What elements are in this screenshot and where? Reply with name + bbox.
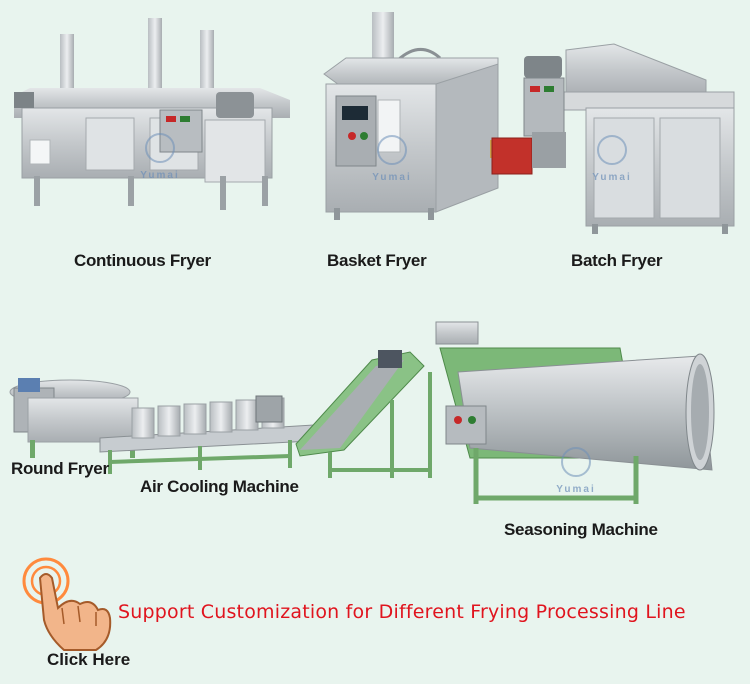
watermark-text: Yumai	[592, 172, 631, 183]
label-air-cooling-machine: Air Cooling Machine	[140, 477, 299, 496]
continuous-fryer-image	[14, 18, 290, 210]
watermark-text: Yumai	[556, 484, 595, 495]
label-batch-fryer: Batch Fryer	[571, 251, 663, 270]
label-round-fryer: Round Fryer	[11, 459, 109, 478]
seasoning-machine-image	[439, 347, 715, 504]
batch-fryer-image	[491, 43, 735, 234]
basket-fryer-image	[323, 12, 504, 220]
watermark-text: Yumai	[372, 172, 411, 183]
label-continuous-fryer: Continuous Fryer	[74, 251, 211, 270]
customization-tagline: Support Customization for Different Fryi…	[118, 601, 686, 623]
tap-hand-icon[interactable]	[22, 557, 112, 651]
watermark-logos	[145, 133, 627, 477]
air-cooling-machine-image	[99, 395, 331, 474]
round-fryer-image	[9, 378, 139, 458]
label-seasoning-machine: Seasoning Machine	[504, 520, 658, 539]
watermark-text: Yumai	[140, 170, 179, 181]
click-here-button[interactable]: Click Here	[47, 650, 131, 669]
label-basket-fryer: Basket Fryer	[327, 251, 427, 270]
incline-conveyor-image	[295, 321, 479, 478]
